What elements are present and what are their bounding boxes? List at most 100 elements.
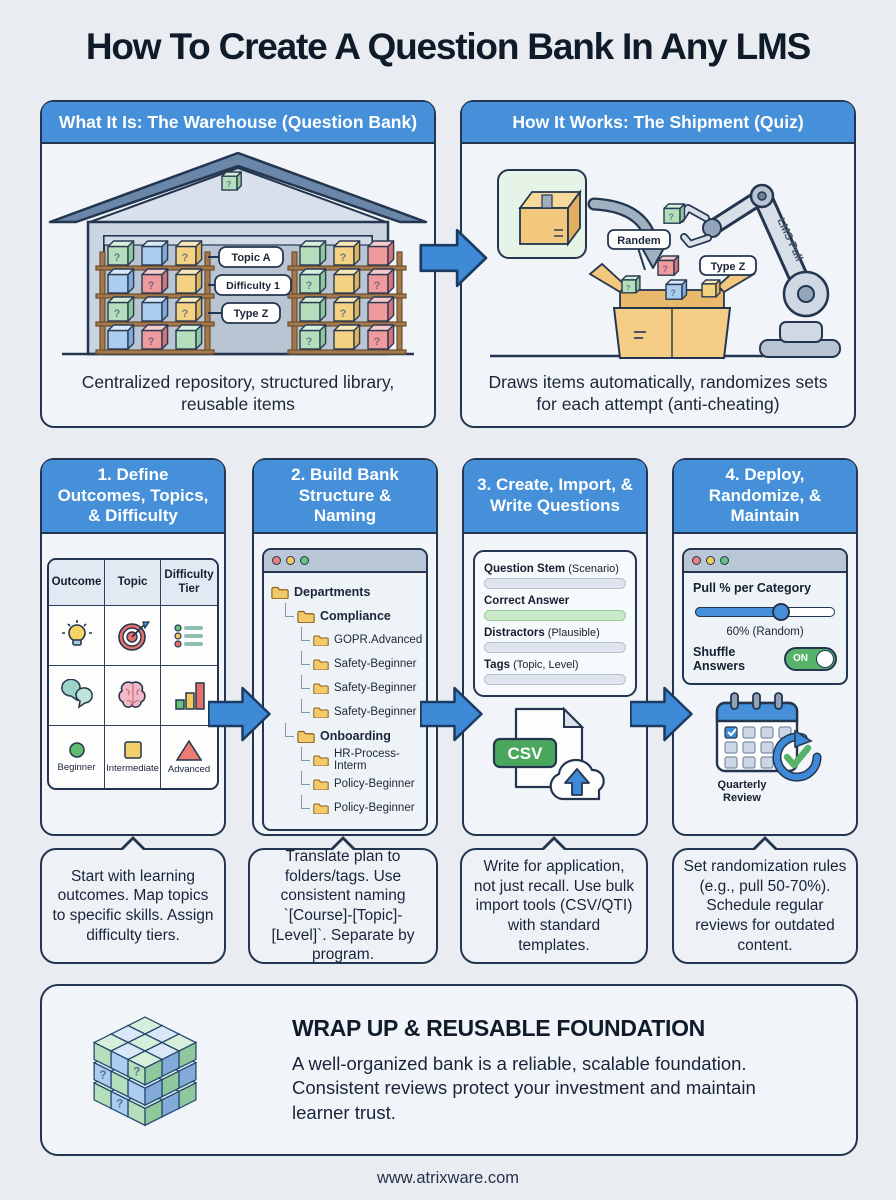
calendar-review-illustration — [715, 692, 822, 782]
step-2-panel: 2. Build Bank Structure & Naming Departm… — [252, 458, 438, 836]
wrap-up-body: A well-organized bank is a reliable, sca… — [292, 1053, 756, 1123]
shelf-label: Topic A — [208, 246, 284, 268]
toggle-label: Shuffle Answers — [693, 645, 746, 674]
tier-label: Beginner — [57, 762, 96, 774]
intermediate-square-icon — [123, 741, 142, 759]
advanced-cell: Advanced — [161, 726, 217, 788]
shipment-panel: How It Works: The Shipment (Quiz) — [460, 100, 856, 428]
folder-icon — [297, 609, 315, 624]
package-icon — [497, 169, 587, 259]
advanced-triangle-icon — [176, 739, 202, 761]
page-title: How To Create A Question Bank In Any LMS — [85, 26, 811, 67]
folder-icon — [271, 585, 289, 600]
tier-label: Advanced — [167, 764, 211, 776]
toggle-state: ON — [793, 653, 808, 665]
wrap-up-panel: ????????? WRAP UP & REUSABLE FOUNDATION … — [40, 984, 858, 1156]
brain-icon — [105, 666, 161, 727]
folder-tree: Departments Compliance GOPR.Advanced Saf… — [264, 573, 426, 829]
maximize-dot-icon — [720, 556, 729, 566]
svg-text:?: ? — [182, 308, 189, 320]
svg-text:?: ? — [114, 308, 121, 320]
footer-url: www.atrixware.com — [376, 1169, 520, 1187]
shipment-caption: Draws items automatically, randomizes se… — [488, 372, 828, 414]
question-item-cubes: ???????????? — [107, 240, 395, 350]
svg-text:?: ? — [148, 336, 155, 348]
slider-fill — [695, 607, 782, 618]
svg-text:?: ? — [114, 252, 121, 264]
tree-item: Compliance — [285, 604, 423, 628]
folder-icon — [313, 706, 329, 719]
svg-text:Type Z: Type Z — [711, 261, 746, 273]
warehouse-roof — [48, 151, 428, 224]
flow-arrow-icon — [208, 685, 273, 743]
step-3-caption: Write for application, not just recall. … — [460, 836, 648, 964]
distractors-field — [484, 642, 626, 653]
pull-percentage-slider — [695, 603, 835, 622]
shelf-label: Difficulty 1 — [208, 274, 292, 296]
flow-arrow-icon — [419, 227, 491, 289]
shipment-illustration: ??? Randem Type Z — [462, 144, 854, 372]
bar-chart-icon — [161, 666, 217, 727]
step-1-panel: 1. Define Outcomes, Topics, & Difficulty… — [40, 458, 226, 836]
svg-text:?: ? — [306, 336, 313, 348]
random-label: Randem — [607, 229, 671, 271]
lightbulb-icon — [49, 606, 105, 667]
settings-window: Pull % per Category 60% (Random) Shuffle… — [682, 548, 848, 686]
window-titlebar — [684, 550, 846, 574]
step-3-header: 3. Create, Import, & Write Questions — [464, 460, 646, 534]
svg-text:?: ? — [662, 264, 667, 274]
svg-text:?: ? — [99, 1067, 106, 1081]
folder-icon — [313, 658, 329, 671]
tree-item: Policy-Beginner — [301, 796, 423, 820]
folder-icon — [313, 802, 329, 815]
csv-badge — [492, 737, 558, 769]
cube-stack-icon: ????????? — [82, 998, 242, 1143]
warehouse-caption: Centralized repository, structured libra… — [81, 372, 395, 414]
shuffle-answers-toggle: ON — [784, 647, 837, 672]
svg-text:Type Z: Type Z — [234, 308, 269, 320]
correct-answer-field — [484, 610, 626, 621]
intermediate-cell: Intermediate — [105, 726, 161, 789]
tree-item: GOPR.Advanced — [301, 628, 423, 652]
field-label: Tags (Topic, Level) — [484, 659, 579, 671]
tree-item: Safety-Beginner — [301, 700, 423, 724]
folder-icon — [313, 634, 329, 647]
svg-text:Difficulty 1: Difficulty 1 — [226, 280, 280, 292]
planning-table: Outcome Topic Difficulty Tier Beginner I… — [47, 558, 219, 791]
slider-label: Pull % per Category — [693, 581, 812, 596]
tree-item: Policy-Beginner — [301, 772, 423, 796]
svg-text:?: ? — [374, 280, 381, 292]
shelf-label: Type Z — [208, 302, 281, 324]
random-question-cubes: ??? — [621, 255, 721, 300]
tree-item: HR-Process-Interm — [301, 748, 423, 772]
field-label: Correct Answer — [484, 595, 570, 607]
svg-text:?: ? — [226, 180, 231, 189]
question-stem-field — [484, 578, 626, 589]
chat-bubbles-icon — [49, 666, 105, 727]
svg-text:Randem: Randem — [617, 235, 661, 247]
folder-icon — [313, 778, 329, 791]
checklist-icon — [161, 606, 217, 667]
tree-item: Safety-Beginner — [301, 676, 423, 700]
warehouse-panel: What It Is: The Warehouse (Question Bank… — [40, 100, 436, 428]
svg-text:?: ? — [374, 336, 381, 348]
csv-badge-label: CSV — [508, 744, 544, 763]
question-cube-icon: ? — [221, 171, 242, 191]
step-1-header: 1. Define Outcomes, Topics, & Difficulty — [42, 460, 224, 535]
calendar-label: Quarterly Review — [717, 779, 767, 804]
csv-upload-illustration: CSV — [492, 706, 605, 801]
svg-text:?: ? — [670, 288, 675, 298]
window-titlebar — [264, 550, 426, 574]
step-4-panel: 4. Deploy, Randomize, & Maintain Pull % … — [672, 458, 858, 836]
svg-text:?: ? — [133, 1064, 140, 1078]
svg-text:?: ? — [306, 280, 313, 292]
svg-text:?: ? — [626, 283, 631, 292]
svg-text:?: ? — [148, 280, 155, 292]
tree-item: Departments — [271, 580, 423, 604]
slider-thumb — [771, 603, 790, 622]
toggle-knob — [816, 650, 834, 669]
step-4-caption: Set randomization rules (e.g., pull 50-7… — [672, 836, 858, 964]
flow-arrow-icon — [420, 685, 485, 743]
tags-field — [484, 674, 626, 685]
beginner-dot-icon — [68, 742, 85, 758]
